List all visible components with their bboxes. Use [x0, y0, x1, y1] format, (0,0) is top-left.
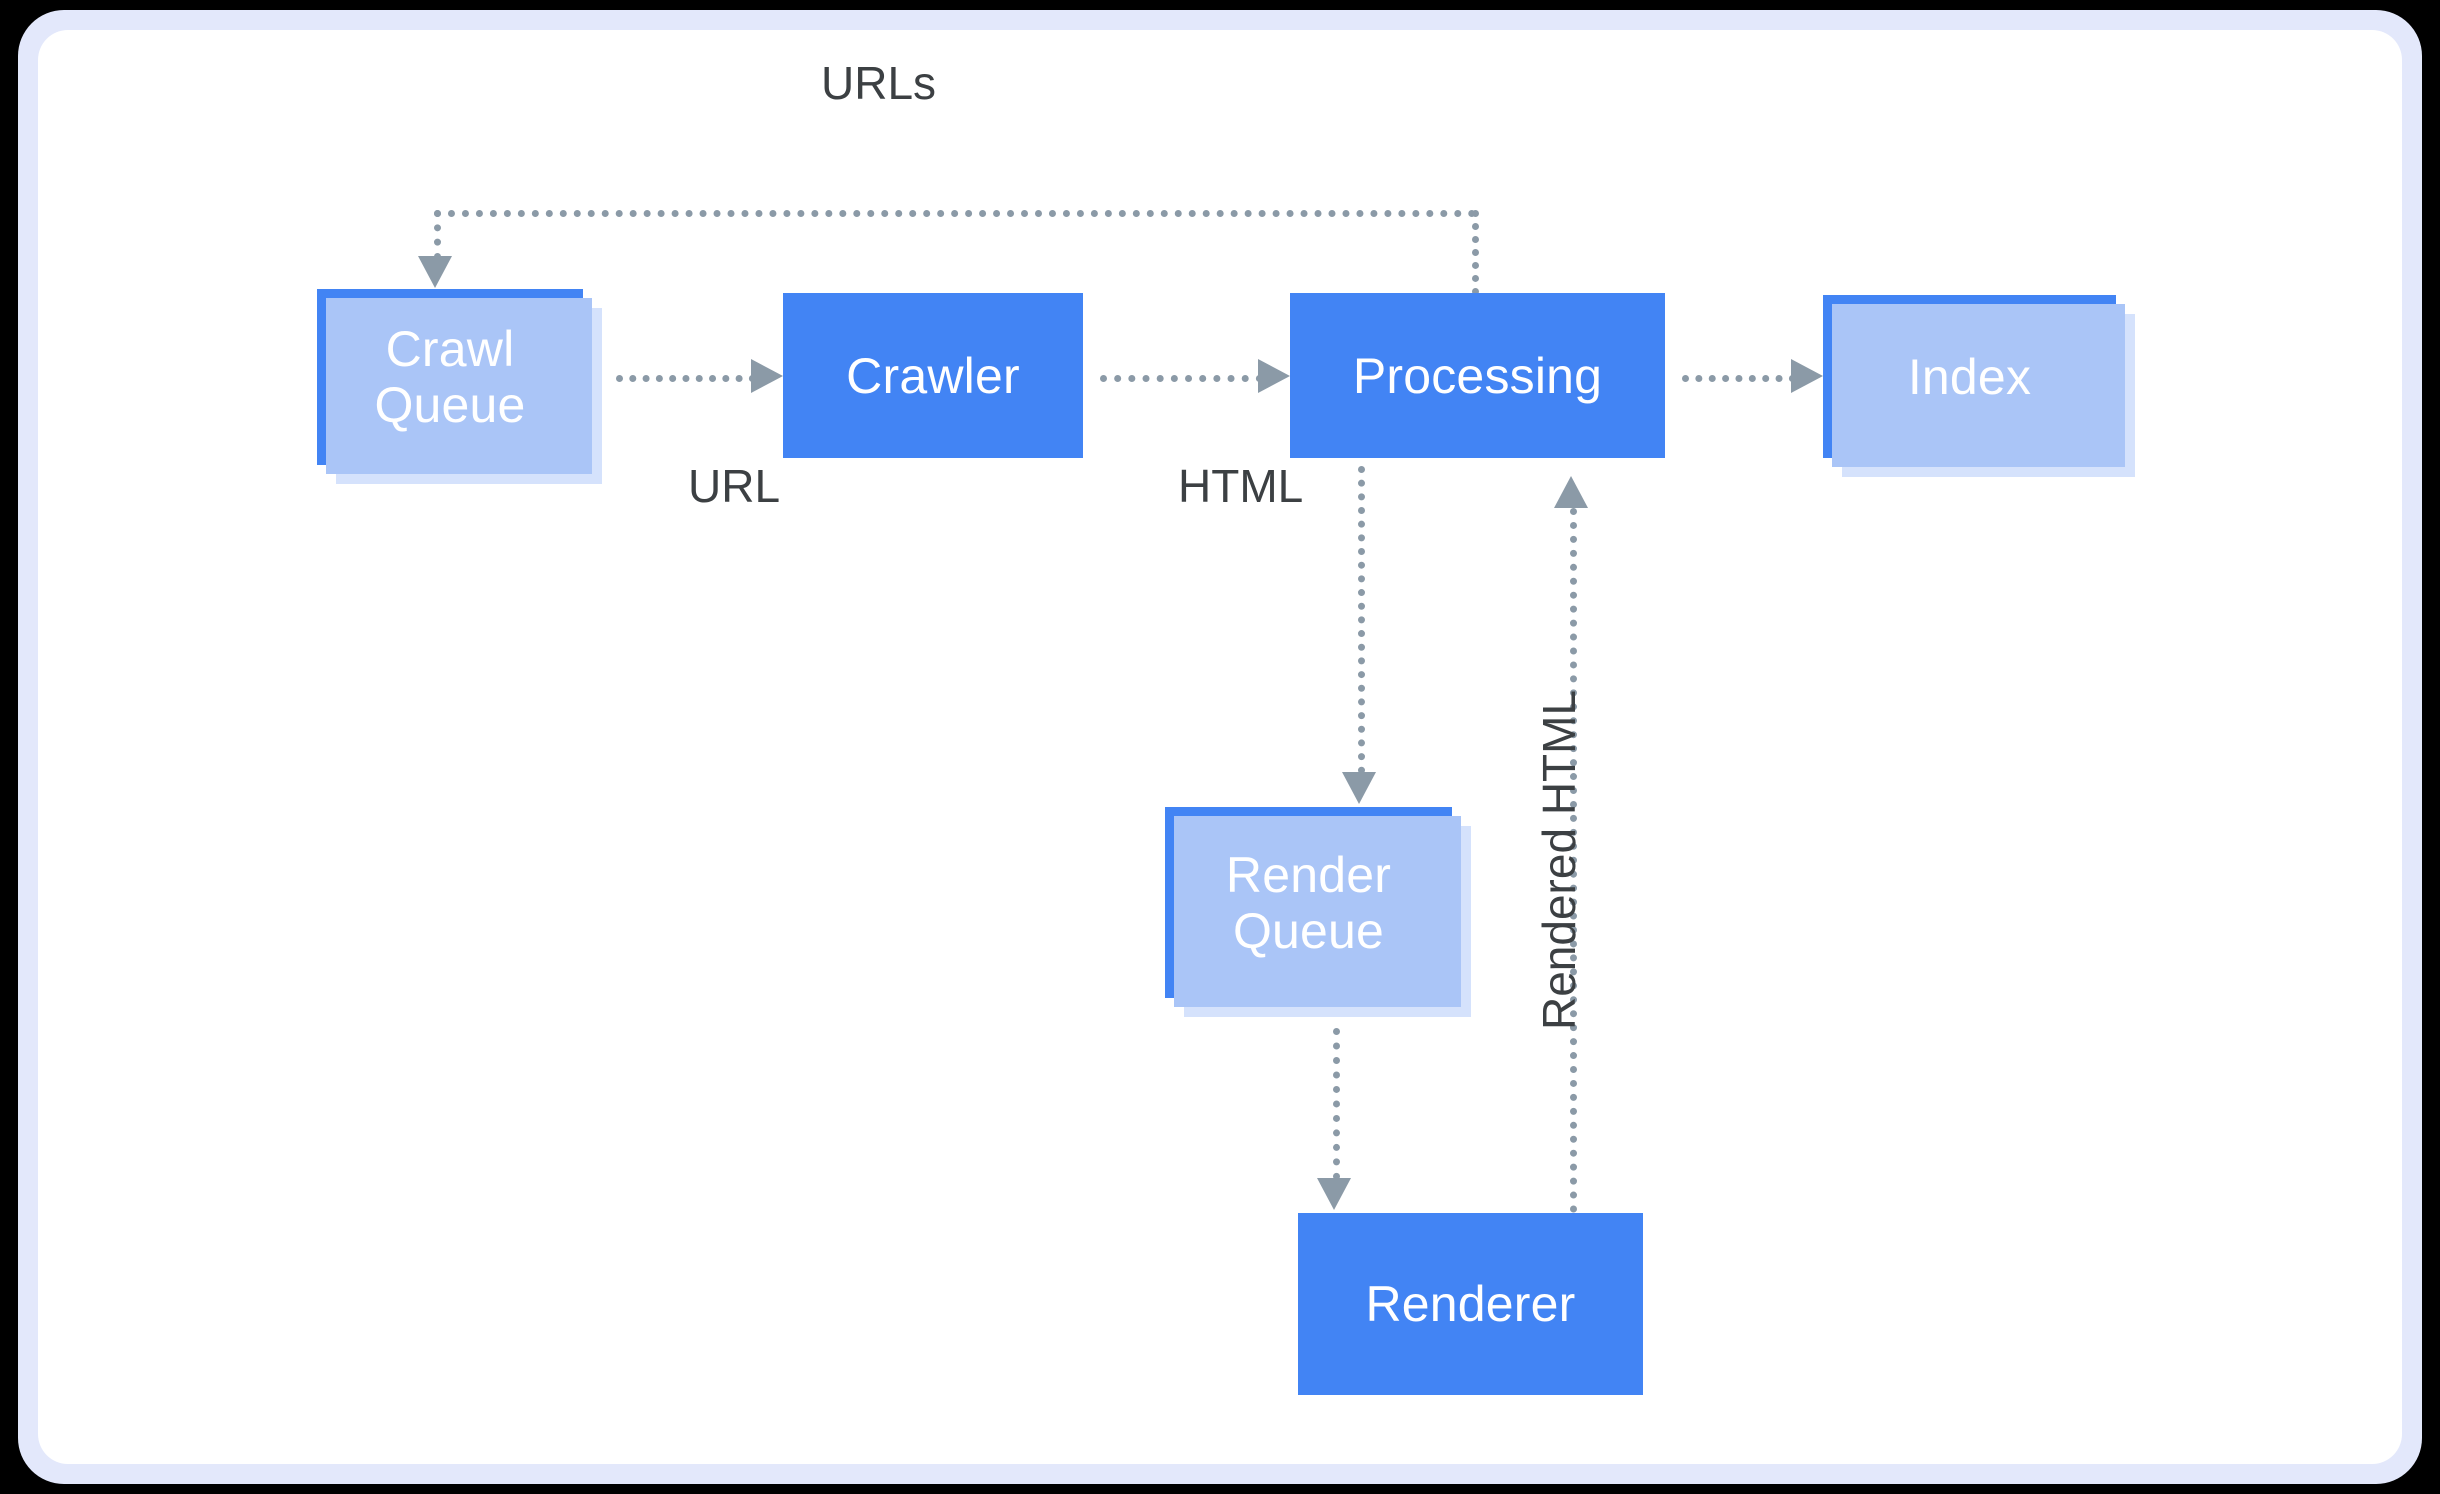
node-renderer[interactable]: Renderer	[1298, 1213, 1643, 1395]
edge-processing-to-render-queue-line	[1358, 466, 1365, 774]
edge-html-line	[1100, 375, 1263, 382]
edge-processing-to-index-arrowhead	[1791, 359, 1823, 393]
crawl-render-index-flow-diagram: Crawl Queue Crawler Processing Index Ren…	[38, 30, 2402, 1464]
edge-rendered-html-line	[1570, 508, 1577, 1213]
node-index-label: Index	[1907, 348, 2032, 405]
node-crawler[interactable]: Crawler	[783, 293, 1083, 458]
node-render-queue-label-line1: Render	[1225, 846, 1392, 903]
edge-label-html: HTML	[1178, 460, 1304, 512]
diagram-frame: Crawl Queue Crawler Processing Index Ren…	[18, 10, 2422, 1484]
edge-html-arrowhead	[1258, 359, 1290, 393]
diagram-canvas: Crawl Queue Crawler Processing Index Ren…	[38, 30, 2402, 1464]
edge-url-line	[616, 375, 756, 382]
node-processing-label: Processing	[1352, 347, 1603, 404]
node-renderer-label: Renderer	[1365, 1276, 1576, 1332]
node-render-queue-label-line2: Queue	[1232, 902, 1385, 959]
node-crawl-queue-label-line2: Queue	[374, 377, 526, 433]
edge-urls-segment-left-vertical	[434, 210, 441, 260]
node-crawl-queue-label-line1: Crawl	[385, 321, 515, 377]
edge-label-url: URL	[688, 460, 781, 512]
node-processing[interactable]: Processing	[1290, 293, 1665, 458]
edge-processing-to-render-queue-arrowhead	[1342, 772, 1376, 804]
edge-processing-to-index-line	[1682, 375, 1796, 382]
node-index[interactable]: Index	[1823, 295, 2135, 477]
edge-rendered-html-arrowhead	[1554, 476, 1588, 508]
edge-url-arrowhead	[751, 359, 783, 393]
node-render-queue[interactable]: Render Queue	[1165, 807, 1471, 1017]
node-crawler-label: Crawler	[846, 347, 1020, 404]
edge-label-rendered-html: Rendered HTML	[1533, 689, 1585, 1030]
node-crawl-queue[interactable]: Crawl Queue	[317, 289, 602, 484]
edge-render-queue-to-renderer-line	[1333, 1028, 1340, 1180]
edge-label-urls: URLs	[821, 57, 937, 109]
edge-urls-segment-horizontal	[434, 210, 1476, 217]
edge-urls-segment-right-vertical	[1472, 210, 1479, 295]
edge-render-queue-to-renderer-arrowhead	[1317, 1178, 1351, 1210]
edge-urls-arrowhead	[418, 256, 452, 288]
